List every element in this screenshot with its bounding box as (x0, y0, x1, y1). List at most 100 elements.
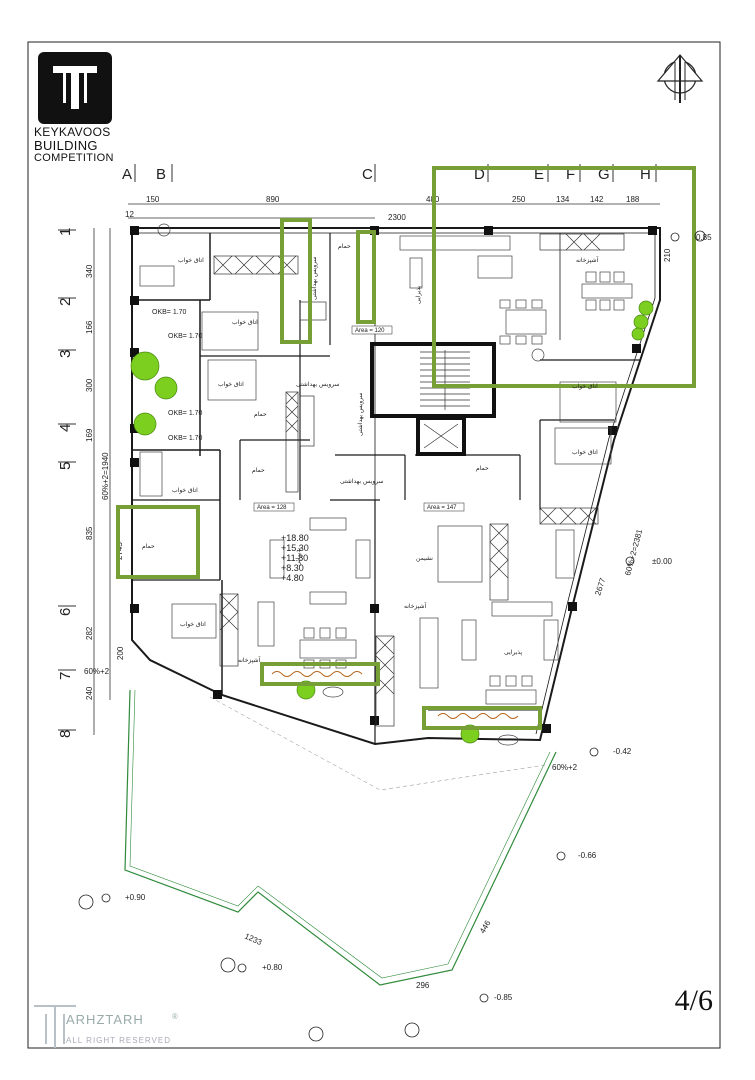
room-label: سرویس بهداشتی (296, 381, 340, 388)
dim-top-total: 2300 (388, 213, 406, 222)
room-label: آشپزخانه (404, 601, 427, 610)
radiator-line (437, 713, 519, 719)
dim-top-150: 150 (146, 195, 160, 204)
grid-col-c: C (362, 166, 373, 183)
room-label: آشپزخانه (238, 655, 261, 664)
dim-top-188: 188 (626, 195, 640, 204)
dim-left-slope-val: 200 (116, 646, 125, 660)
level-l2: ±0.00 (652, 557, 673, 566)
page-number: 4/6 (674, 984, 713, 1017)
dim-left-300: 300 (85, 378, 94, 392)
dim-left-282: 282 (85, 626, 94, 640)
dim-left-340: 340 (85, 264, 94, 278)
dim-right-210: 210 (663, 248, 672, 262)
radiator-line (271, 671, 363, 677)
dim-left-169: 169 (85, 428, 94, 442)
okb-label: OKB= 1.70 (168, 435, 203, 442)
dim-top-250: 250 (512, 195, 526, 204)
watermark-name: ARHZTARH (66, 1012, 144, 1027)
floor-elevation: +15.30 (281, 543, 309, 553)
brand-logo (38, 52, 112, 124)
dim-bottom-1233: 1233 (243, 932, 263, 948)
area-tag: Area = 128 (257, 505, 287, 511)
grid-row-lines (58, 229, 76, 731)
okb-label: OKB= 1.70 (152, 309, 187, 316)
dim-top-142: 142 (590, 195, 604, 204)
room-label: حمام (254, 411, 267, 418)
room-label: حمام (252, 467, 265, 474)
room-label: سرویس بهداشتی (357, 392, 364, 436)
grid-row-7: 7 (57, 672, 74, 680)
level-l5: +0.90 (125, 893, 146, 902)
dim-right-bottom-slope: 60%+2 (552, 763, 578, 772)
north-arrow-icon (656, 54, 704, 103)
room-label: حمام (476, 465, 489, 472)
grid-row-1: 1 (57, 228, 74, 236)
highlight-frames (116, 166, 696, 730)
furniture (139, 223, 633, 746)
grid-row-4: 4 (57, 424, 74, 432)
area-tag: Area = 147 (427, 505, 457, 511)
room-label: پذیرایی (415, 286, 422, 304)
room-label: پذیرایی (504, 649, 522, 656)
left-dimension-line (93, 228, 111, 735)
dim-top-890: 890 (266, 195, 280, 204)
cabinet-blocks (213, 233, 625, 727)
room-label: پذیرایی (295, 548, 302, 566)
room-label: حمام (338, 243, 351, 250)
dim-bottom-296: 296 (416, 981, 430, 990)
grid-col-f: F (566, 166, 575, 183)
grid-row-5: 5 (57, 462, 74, 470)
room-label: نشیمن (416, 555, 433, 562)
room-label: آشپزخانه (576, 255, 599, 264)
dim-left-166: 166 (85, 320, 94, 334)
grid-col-g: G (598, 166, 610, 183)
dim-top-134: 134 (556, 195, 570, 204)
dim-right-diag: 60%+2=2381 (623, 528, 644, 577)
grid-col-b: B (156, 166, 166, 183)
floor-elevation: +4.80 (281, 573, 304, 583)
level-l6: +0.80 (262, 963, 283, 972)
room-label: حمام (142, 543, 155, 550)
grid-col-d: D (474, 166, 485, 183)
floor-elevation: +8.30 (281, 563, 304, 573)
brand-line-2: BUILDING (34, 138, 98, 153)
grid-col-a: A (122, 166, 132, 183)
okb-label: OKB= 1.70 (168, 333, 203, 340)
level-l3: -0.42 (613, 747, 632, 756)
top-dimension-line (128, 203, 660, 219)
dim-left-slope: 60%+2 (84, 667, 110, 676)
grid-col-h: H (640, 166, 651, 183)
grid-row-6: 6 (57, 608, 74, 616)
room-label: سرویس بهداشتی (340, 478, 384, 485)
room-label: سرویس بهداشتی (311, 256, 318, 300)
room-label: اتاق خواب (180, 621, 206, 628)
floor-elevation: +11.80 (281, 553, 308, 563)
room-label: اتاق خواب (172, 487, 198, 494)
dim-left-total: 60%+2=1940 (101, 452, 110, 500)
room-label: اتاق خواب (218, 381, 244, 388)
watermark-symbol: ® (172, 1012, 178, 1021)
okb-label: OKB= 1.70 (168, 410, 203, 417)
level-l7: -0.85 (494, 993, 513, 1002)
sheet-border (27, 41, 721, 1049)
grid-row-8: 8 (57, 730, 74, 738)
brand-title: KEYKAVOOS BUILDING COMPETITION (34, 126, 134, 165)
room-label: اتاق خواب (572, 449, 598, 456)
grid-col-e: E (534, 166, 544, 183)
room-label: اتاق خواب (178, 257, 204, 264)
dim-left-835: 835 (85, 526, 94, 540)
tree-icons (130, 300, 654, 744)
level-l4: -0.66 (578, 851, 597, 860)
grid-row-3: 3 (57, 350, 74, 358)
area-tag: Area = 120 (355, 328, 385, 334)
dim-right-2677: 2677 (593, 576, 607, 596)
dim-bottom-446: 446 (478, 918, 493, 935)
dim-top-small: 12 (125, 210, 134, 219)
brand-line-3: COMPETITION (34, 152, 114, 164)
brand-line-1: KEYKAVOOS (34, 125, 111, 139)
watermark-tagline: ALL RIGHT RESERVED (66, 1036, 171, 1045)
watermark-logo (34, 1005, 76, 1048)
dim-left-240: 240 (85, 686, 94, 700)
